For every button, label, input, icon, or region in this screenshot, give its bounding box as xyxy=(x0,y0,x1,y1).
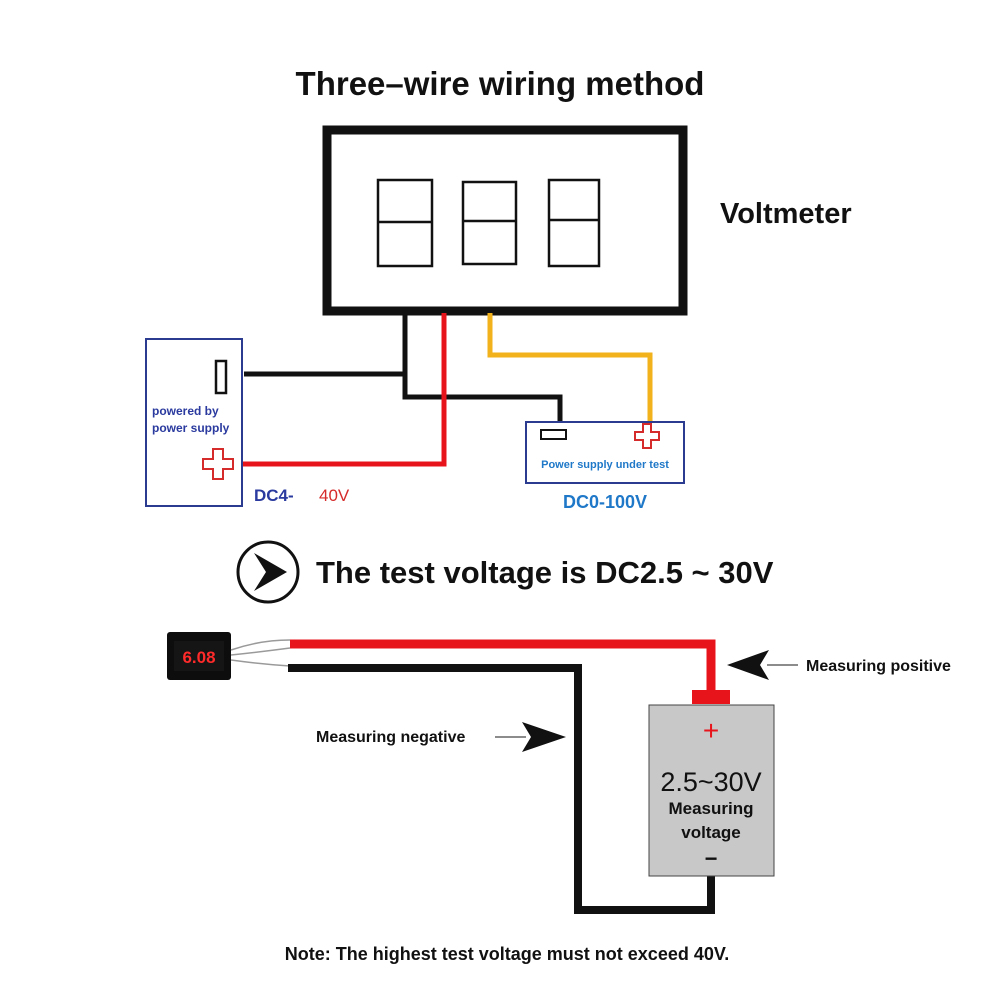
voltmeter-label: Voltmeter xyxy=(720,198,852,230)
supply-dc-label: DC4- xyxy=(254,486,294,505)
battery-minus-sign: − xyxy=(705,846,718,871)
under-test-negative-terminal xyxy=(540,429,567,440)
seven-segment-digits xyxy=(376,178,601,268)
supply-label-line1: powered by xyxy=(152,404,219,418)
measuring-positive-label: Measuring positive xyxy=(806,658,951,675)
measuring-negative-label: Measuring negative xyxy=(316,729,465,746)
supply-plus-icon xyxy=(202,448,234,480)
diagram-title: Three–wire wiring method xyxy=(296,65,705,102)
red-wire-to-supply-positive xyxy=(238,313,447,467)
battery-range: 2.5~30V xyxy=(660,767,761,797)
under-test-plus-icon xyxy=(634,423,660,449)
black-wire-to-test-negative xyxy=(402,313,563,424)
test-voltage-heading: The test voltage is DC2.5 ~ 30V xyxy=(316,555,774,590)
lead-wires xyxy=(230,639,291,667)
circled-chevron-right-icon xyxy=(236,540,300,604)
note-text: Note: The highest test voltage must not … xyxy=(285,944,729,964)
yellow-wire-to-test-positive xyxy=(487,313,653,424)
supply-voltage-label: 40V xyxy=(319,486,350,505)
under-test-label: Power supply under test xyxy=(541,459,669,471)
battery-plus-sign: + xyxy=(703,715,719,746)
arrow-pointing-right-icon xyxy=(495,722,566,752)
battery-label-line1: Measuring xyxy=(668,799,753,818)
red-measuring-wire xyxy=(290,639,716,692)
supply-label-line2: power supply xyxy=(152,421,230,435)
digit-1 xyxy=(376,178,434,268)
battery-positive-terminal xyxy=(692,690,730,704)
arrow-pointing-left-icon xyxy=(727,650,798,680)
mini-voltmeter-reading: 6.08 xyxy=(182,648,215,667)
under-test-range: DC0-100V xyxy=(563,492,647,512)
battery-label-line2: voltage xyxy=(681,823,741,842)
digit-3 xyxy=(547,178,601,268)
digit-2 xyxy=(461,180,518,266)
black-measuring-wire xyxy=(288,664,715,914)
battery-body xyxy=(648,704,775,877)
supply-negative-terminal xyxy=(214,359,228,395)
mini-voltmeter: 6.08 xyxy=(167,632,231,680)
